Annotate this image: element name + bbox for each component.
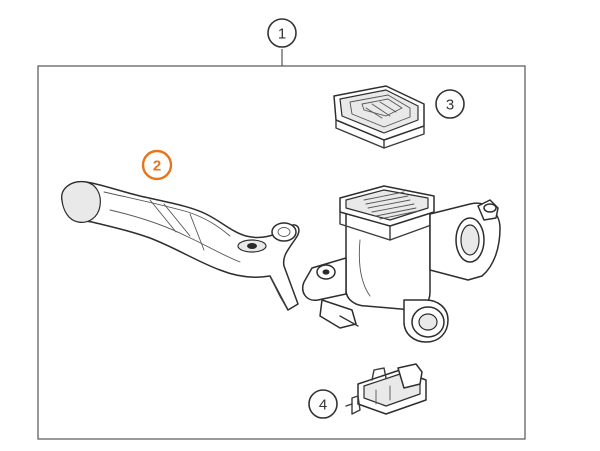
master-cylinder-part[interactable] <box>302 185 501 343</box>
callout-1[interactable]: 1 <box>267 18 297 48</box>
reservoir-cap-part[interactable] <box>333 85 425 149</box>
callout-1-label: 1 <box>278 26 286 43</box>
callout-4[interactable]: 4 <box>308 389 338 419</box>
callout-3[interactable]: 3 <box>435 89 465 119</box>
callout-4-label: 4 <box>319 397 327 414</box>
callout-2[interactable]: 2 <box>141 149 173 181</box>
callout-3-label: 3 <box>446 97 454 114</box>
brake-switch-part[interactable] <box>345 363 427 415</box>
lever-part[interactable] <box>61 180 300 311</box>
callout-2-label: 2 <box>153 158 161 175</box>
